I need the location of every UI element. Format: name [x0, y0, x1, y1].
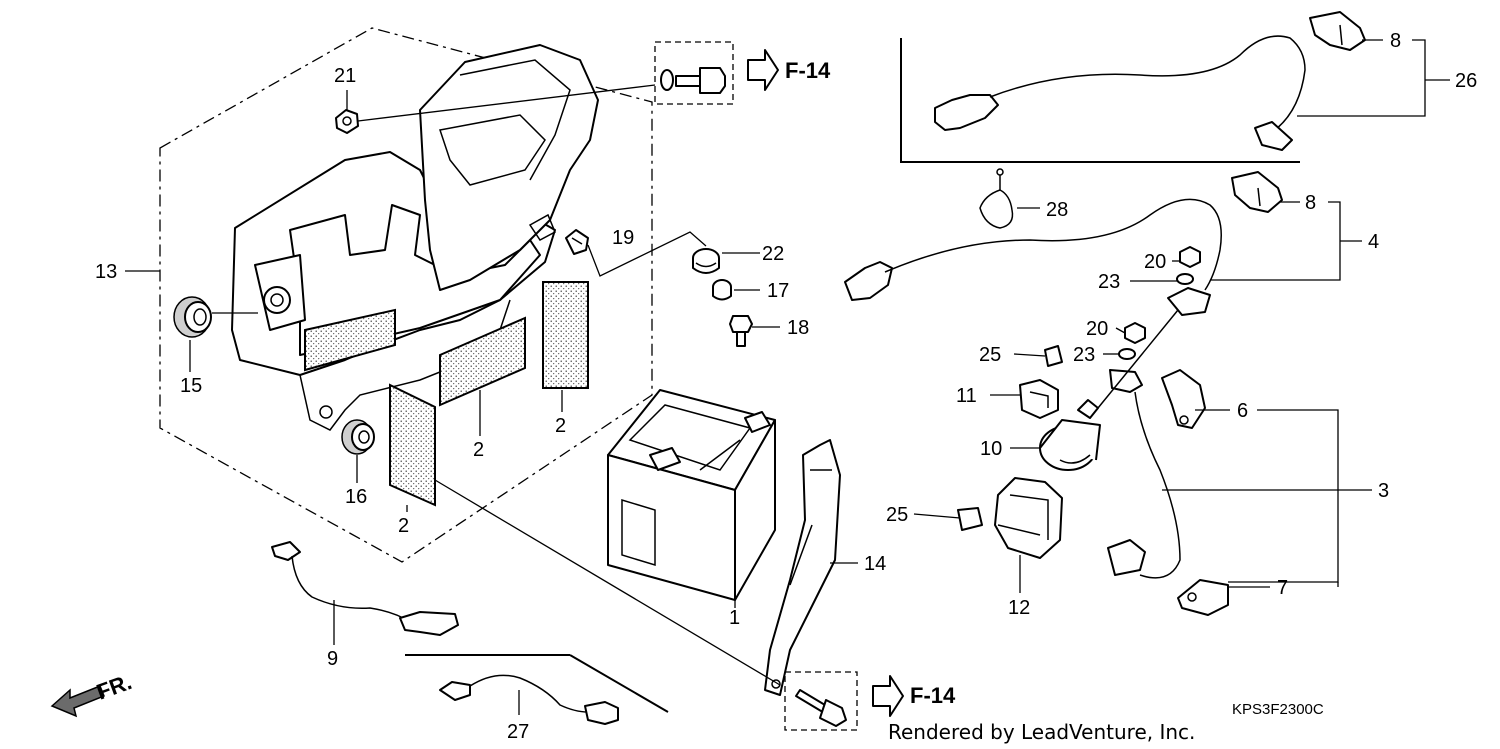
label-9: 9 [327, 648, 338, 670]
ref-arrow-bottom: F-14 [872, 675, 956, 717]
label-23-b: 23 [1073, 344, 1095, 366]
frame-line-26 [900, 38, 1300, 163]
label-14: 14 [864, 553, 886, 575]
nut-21[interactable] [335, 109, 359, 134]
terminal-cover-6[interactable] [1161, 369, 1206, 429]
cable-26[interactable] [934, 35, 1306, 151]
label-27: 27 [507, 721, 529, 743]
cap-8-top[interactable] [1309, 11, 1366, 51]
clip-28[interactable] [979, 168, 1014, 229]
plate-2a[interactable] [389, 383, 436, 507]
divider-line-27b [569, 654, 669, 713]
label-15: 15 [180, 375, 202, 397]
cushion-22[interactable] [692, 248, 720, 274]
battery-band-14[interactable] [764, 439, 841, 696]
nut-20-b[interactable] [1124, 322, 1146, 344]
label-8-a: 8 [1390, 30, 1401, 52]
label-10: 10 [980, 438, 1002, 460]
connector-25-lower[interactable] [957, 507, 983, 531]
cable-4[interactable] [844, 198, 1222, 316]
label-16: 16 [345, 486, 367, 508]
grommet-15[interactable] [173, 296, 212, 338]
label-28: 28 [1046, 199, 1068, 221]
collar-17[interactable] [712, 279, 732, 301]
label-6: 6 [1237, 400, 1248, 422]
diagram-code: KPS3F2300C [1232, 701, 1324, 718]
grommet-16[interactable] [341, 419, 375, 455]
starter-relay-10[interactable] [1039, 399, 1101, 471]
battery[interactable] [607, 389, 776, 601]
label-21: 21 [334, 65, 356, 87]
clip-19[interactable] [565, 229, 589, 255]
label-25-a: 25 [979, 344, 1001, 366]
label-1: 1 [729, 607, 740, 629]
ref-arrow-top: F-14 [747, 49, 831, 91]
connector-25-upper[interactable] [1044, 345, 1063, 367]
label-13: 13 [95, 261, 117, 283]
bolt-ref-box-bottom [784, 671, 858, 731]
assembly-outline [159, 27, 653, 563]
front-arrow: FR. [50, 669, 135, 718]
label-17: 17 [767, 280, 789, 302]
callout-labels: 1 2 2 2 3 4 6 7 8 8 9 10 11 12 13 14 15 … [95, 30, 1477, 743]
label-18: 18 [787, 317, 809, 339]
label-22: 22 [762, 243, 784, 265]
cap-8-mid[interactable] [1231, 171, 1283, 213]
label-12: 12 [1008, 597, 1030, 619]
ref-tag-bottom: F-14 [910, 683, 956, 708]
label-20-b: 20 [1086, 318, 1108, 340]
battery-box[interactable] [231, 44, 599, 431]
washer-23-a[interactable] [1176, 273, 1194, 285]
label-11: 11 [956, 385, 977, 407]
relay-12[interactable] [994, 477, 1063, 559]
label-25-b: 25 [886, 504, 908, 526]
label-23-a: 23 [1098, 271, 1120, 293]
bolt-bottom[interactable] [795, 689, 847, 727]
ref-tag-top: F-14 [785, 58, 831, 83]
bolt-18[interactable] [729, 315, 753, 347]
cable-9[interactable] [271, 541, 459, 636]
relay-holder-11[interactable] [1019, 379, 1059, 419]
nut-20-a[interactable] [1179, 246, 1201, 268]
plate-2c[interactable] [542, 281, 589, 389]
plate-2b[interactable] [439, 316, 526, 407]
label-2-a: 2 [398, 515, 409, 537]
bolt-washer-top[interactable] [660, 67, 726, 94]
label-3: 3 [1378, 480, 1389, 502]
label-8-b: 8 [1305, 192, 1316, 214]
credit-text: Rendered by LeadVenture, Inc. [888, 720, 1195, 744]
label-2-c: 2 [555, 415, 566, 437]
label-20-a: 20 [1144, 251, 1166, 273]
label-4: 4 [1368, 231, 1379, 253]
label-7: 7 [1277, 577, 1288, 599]
label-2-b: 2 [473, 439, 484, 461]
cable-27[interactable] [439, 674, 619, 725]
washer-23-b[interactable] [1118, 348, 1136, 360]
front-label: FR. [93, 669, 135, 705]
label-19: 19 [612, 227, 634, 249]
label-26: 26 [1455, 70, 1477, 92]
leader-lines [125, 39, 1450, 715]
terminal-cover-7[interactable] [1177, 579, 1229, 616]
cable-3[interactable] [1097, 309, 1181, 579]
